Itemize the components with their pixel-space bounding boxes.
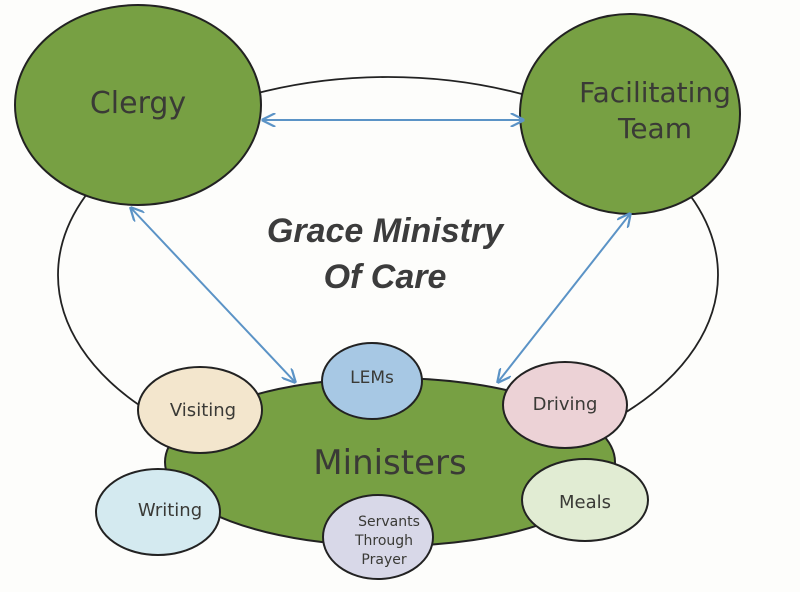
servants-label-2: Through xyxy=(354,533,413,549)
lems-label: LEMs xyxy=(350,368,394,388)
arrow-clergy-ministers xyxy=(131,208,295,382)
facilitating-label-2: Team xyxy=(617,112,692,145)
meals-ellipse xyxy=(521,458,649,542)
lems-ellipse xyxy=(321,342,423,420)
meals-label: Meals xyxy=(559,492,611,513)
driving-ellipse xyxy=(502,361,628,449)
title-line-2: Of Care xyxy=(324,258,447,296)
ministers-label: Ministers xyxy=(313,443,466,483)
arrow-team-ministers xyxy=(498,214,630,382)
servants-label-3: Prayer xyxy=(361,552,406,568)
writing-label: Writing xyxy=(138,500,202,521)
clergy-ellipse xyxy=(14,4,262,206)
servants-label-1: Servants xyxy=(358,514,420,530)
clergy-label: Clergy xyxy=(90,86,186,121)
writing-ellipse xyxy=(95,468,221,556)
title-line-1: Grace Ministry xyxy=(267,212,505,250)
facilitating-label-1: Facilitating xyxy=(579,76,731,109)
visiting-ellipse xyxy=(137,366,263,454)
driving-label: Driving xyxy=(533,394,598,415)
servants-ellipse xyxy=(322,494,434,580)
visiting-label: Visiting xyxy=(170,400,236,421)
